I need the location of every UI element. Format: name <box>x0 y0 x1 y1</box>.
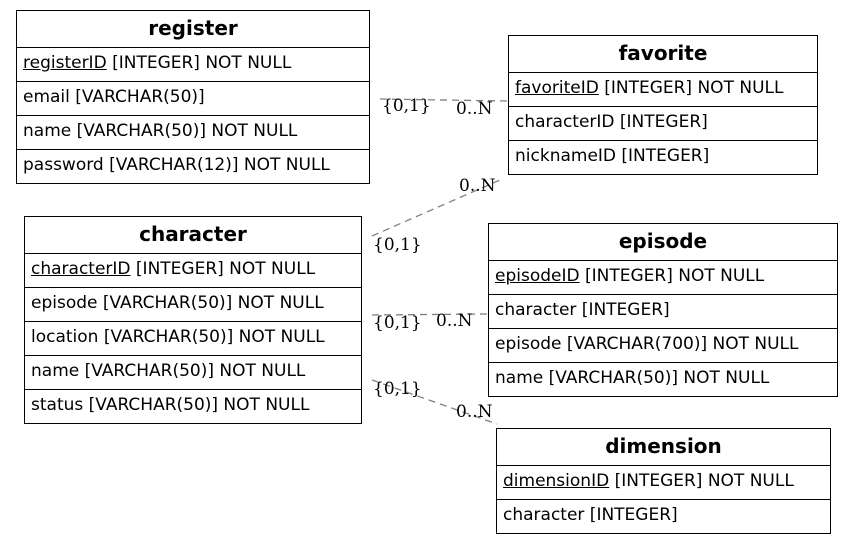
entity-title: character <box>25 217 361 254</box>
entity-character[interactable]: character characterID [INTEGER] NOT NULL… <box>24 216 362 424</box>
entity-title: episode <box>489 224 837 261</box>
entity-title: favorite <box>509 36 817 73</box>
attribute-row: character [INTEGER] <box>503 505 678 525</box>
attribute-row: episode [VARCHAR(50)] NOT NULL <box>25 288 361 322</box>
attribute-row: name [VARCHAR(50)] NOT NULL <box>495 368 770 388</box>
entity-register[interactable]: register registerID [INTEGER] NOT NULL e… <box>16 10 370 184</box>
attribute-row: email [VARCHAR(50)] <box>17 82 369 116</box>
primary-key: characterID <box>31 259 131 279</box>
cardinality-register-favorite-from: {0,1} <box>382 96 431 116</box>
attribute-row: status [VARCHAR(50)] NOT NULL <box>31 395 310 415</box>
entity-episode[interactable]: episode episodeID [INTEGER] NOT NULL cha… <box>488 223 838 397</box>
attribute-row: location [VARCHAR(50)] NOT NULL <box>25 322 361 356</box>
attribute-row: dimensionID [INTEGER] NOT NULL <box>497 466 830 500</box>
link-register-favorite <box>379 98 509 102</box>
cardinality-character-episode-to: 0..N <box>436 311 473 331</box>
attribute-row: episode [VARCHAR(700)] NOT NULL <box>489 329 837 363</box>
attribute-row: password [VARCHAR(12)] NOT NULL <box>23 155 330 175</box>
attribute-row: character [INTEGER] <box>489 295 837 329</box>
attribute-row: characterID [INTEGER] <box>509 107 817 141</box>
attribute-row: name [VARCHAR(50)] NOT NULL <box>25 356 361 390</box>
cardinality-character-dimension-from: {0,1} <box>373 379 422 399</box>
cardinality-character-episode-from: {0,1} <box>373 313 422 333</box>
primary-key: episodeID <box>495 266 580 286</box>
entity-favorite[interactable]: favorite favoriteID [INTEGER] NOT NULL c… <box>508 35 818 175</box>
cardinality-character-favorite-from: {0,1} <box>373 235 422 255</box>
primary-key: registerID <box>23 53 107 73</box>
cardinality-register-favorite-to: 0..N <box>456 99 493 119</box>
primary-key: dimensionID <box>503 471 610 491</box>
attribute-row: name [VARCHAR(50)] NOT NULL <box>17 116 369 150</box>
entity-dimension[interactable]: dimension dimensionID [INTEGER] NOT NULL… <box>496 428 831 534</box>
link-character-episode <box>371 313 489 316</box>
entity-title: register <box>17 11 369 48</box>
entity-title: dimension <box>497 429 830 466</box>
attribute-row: registerID [INTEGER] NOT NULL <box>17 48 369 82</box>
cardinality-character-dimension-to: 0..N <box>456 402 493 422</box>
attribute-row: characterID [INTEGER] NOT NULL <box>25 254 361 288</box>
attribute-row: favoriteID [INTEGER] NOT NULL <box>509 73 817 107</box>
attribute-row: nicknameID [INTEGER] <box>515 146 710 166</box>
cardinality-character-favorite-to: 0..N <box>459 176 496 196</box>
primary-key: favoriteID <box>515 78 599 98</box>
link-character-dimension <box>371 379 498 425</box>
attribute-row: episodeID [INTEGER] NOT NULL <box>489 261 837 295</box>
